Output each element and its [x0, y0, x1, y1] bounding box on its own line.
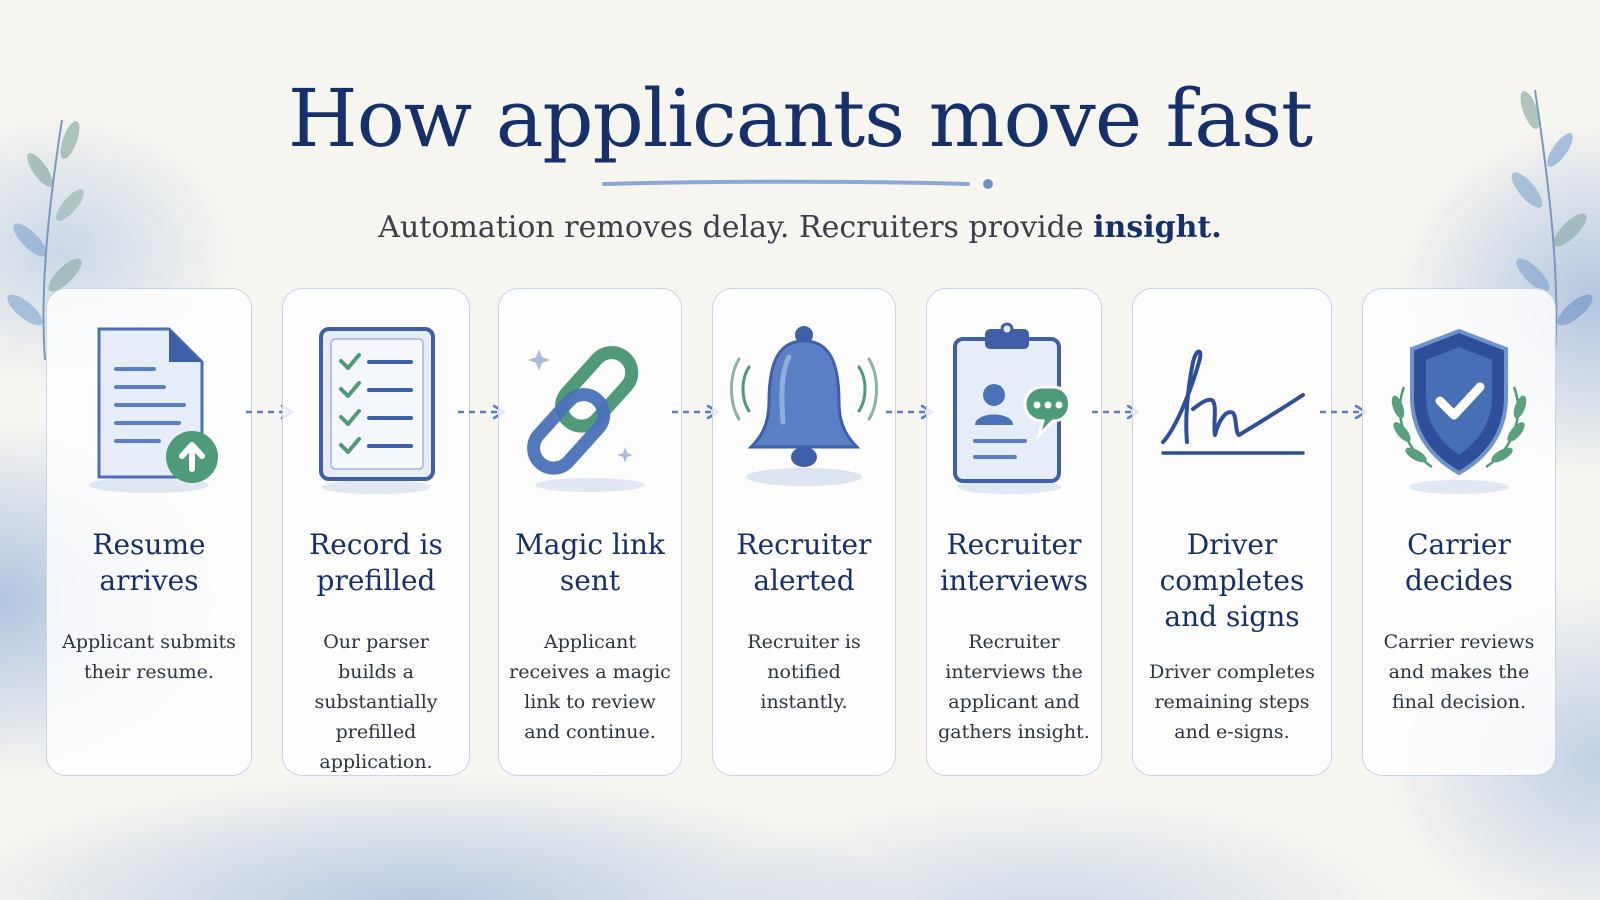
step-description: Driver completes remaining steps and e-s… — [1149, 661, 1315, 743]
chain-link-icon — [515, 317, 665, 497]
step-title: Recruiter alerted — [736, 528, 872, 597]
signature-icon — [1157, 317, 1307, 497]
step-description: Our parser builds a substantially prefil… — [314, 631, 438, 773]
step-description: Applicant receives a magic link to revie… — [509, 631, 671, 743]
step-title: Magic link sent — [515, 528, 665, 597]
clipboard-chat-icon — [939, 317, 1089, 497]
step-description: Recruiter interviews the applicant and g… — [938, 631, 1090, 743]
shield-check-icon — [1384, 317, 1534, 497]
subtitle: Automation removes delay. Recruiters pro… — [0, 210, 1600, 245]
step-description: Carrier reviews and makes the final deci… — [1383, 631, 1535, 713]
step-card-magic-link: Magic link sent Applicant receives a mag… — [498, 288, 682, 776]
step-description: Recruiter is notified instantly. — [747, 631, 861, 713]
step-card-record-prefilled: Record is prefilled Our parser builds a … — [282, 288, 470, 776]
bell-icon — [729, 317, 879, 497]
step-card-resume-arrives: Resume arrives Applicant submits their r… — [46, 288, 252, 776]
step-card-driver-signs: Driver completes and signs Driver comple… — [1132, 288, 1332, 776]
step-description: Applicant submits their resume. — [62, 631, 236, 683]
checklist-icon — [301, 317, 451, 497]
step-title: Carrier decides — [1405, 528, 1513, 597]
step-title: Resume arrives — [92, 528, 206, 597]
step-card-recruiter-interviews: Recruiter interviews Recruiter interview… — [926, 288, 1102, 776]
step-title: Record is prefilled — [309, 528, 443, 597]
subtitle-text: Automation removes delay. Recruiters pro… — [378, 210, 1094, 245]
title-underline — [602, 179, 993, 189]
step-title: Driver completes and signs — [1159, 528, 1305, 633]
step-title: Recruiter interviews — [940, 528, 1088, 597]
subtitle-emphasis: insight. — [1093, 210, 1222, 245]
step-card-recruiter-alerted: Recruiter alerted Recruiter is notified … — [712, 288, 896, 776]
resume-upload-icon — [74, 317, 224, 497]
page-title: How applicants move fast — [287, 72, 1313, 165]
step-card-carrier-decides: Carrier decides Carrier reviews and make… — [1362, 288, 1556, 776]
